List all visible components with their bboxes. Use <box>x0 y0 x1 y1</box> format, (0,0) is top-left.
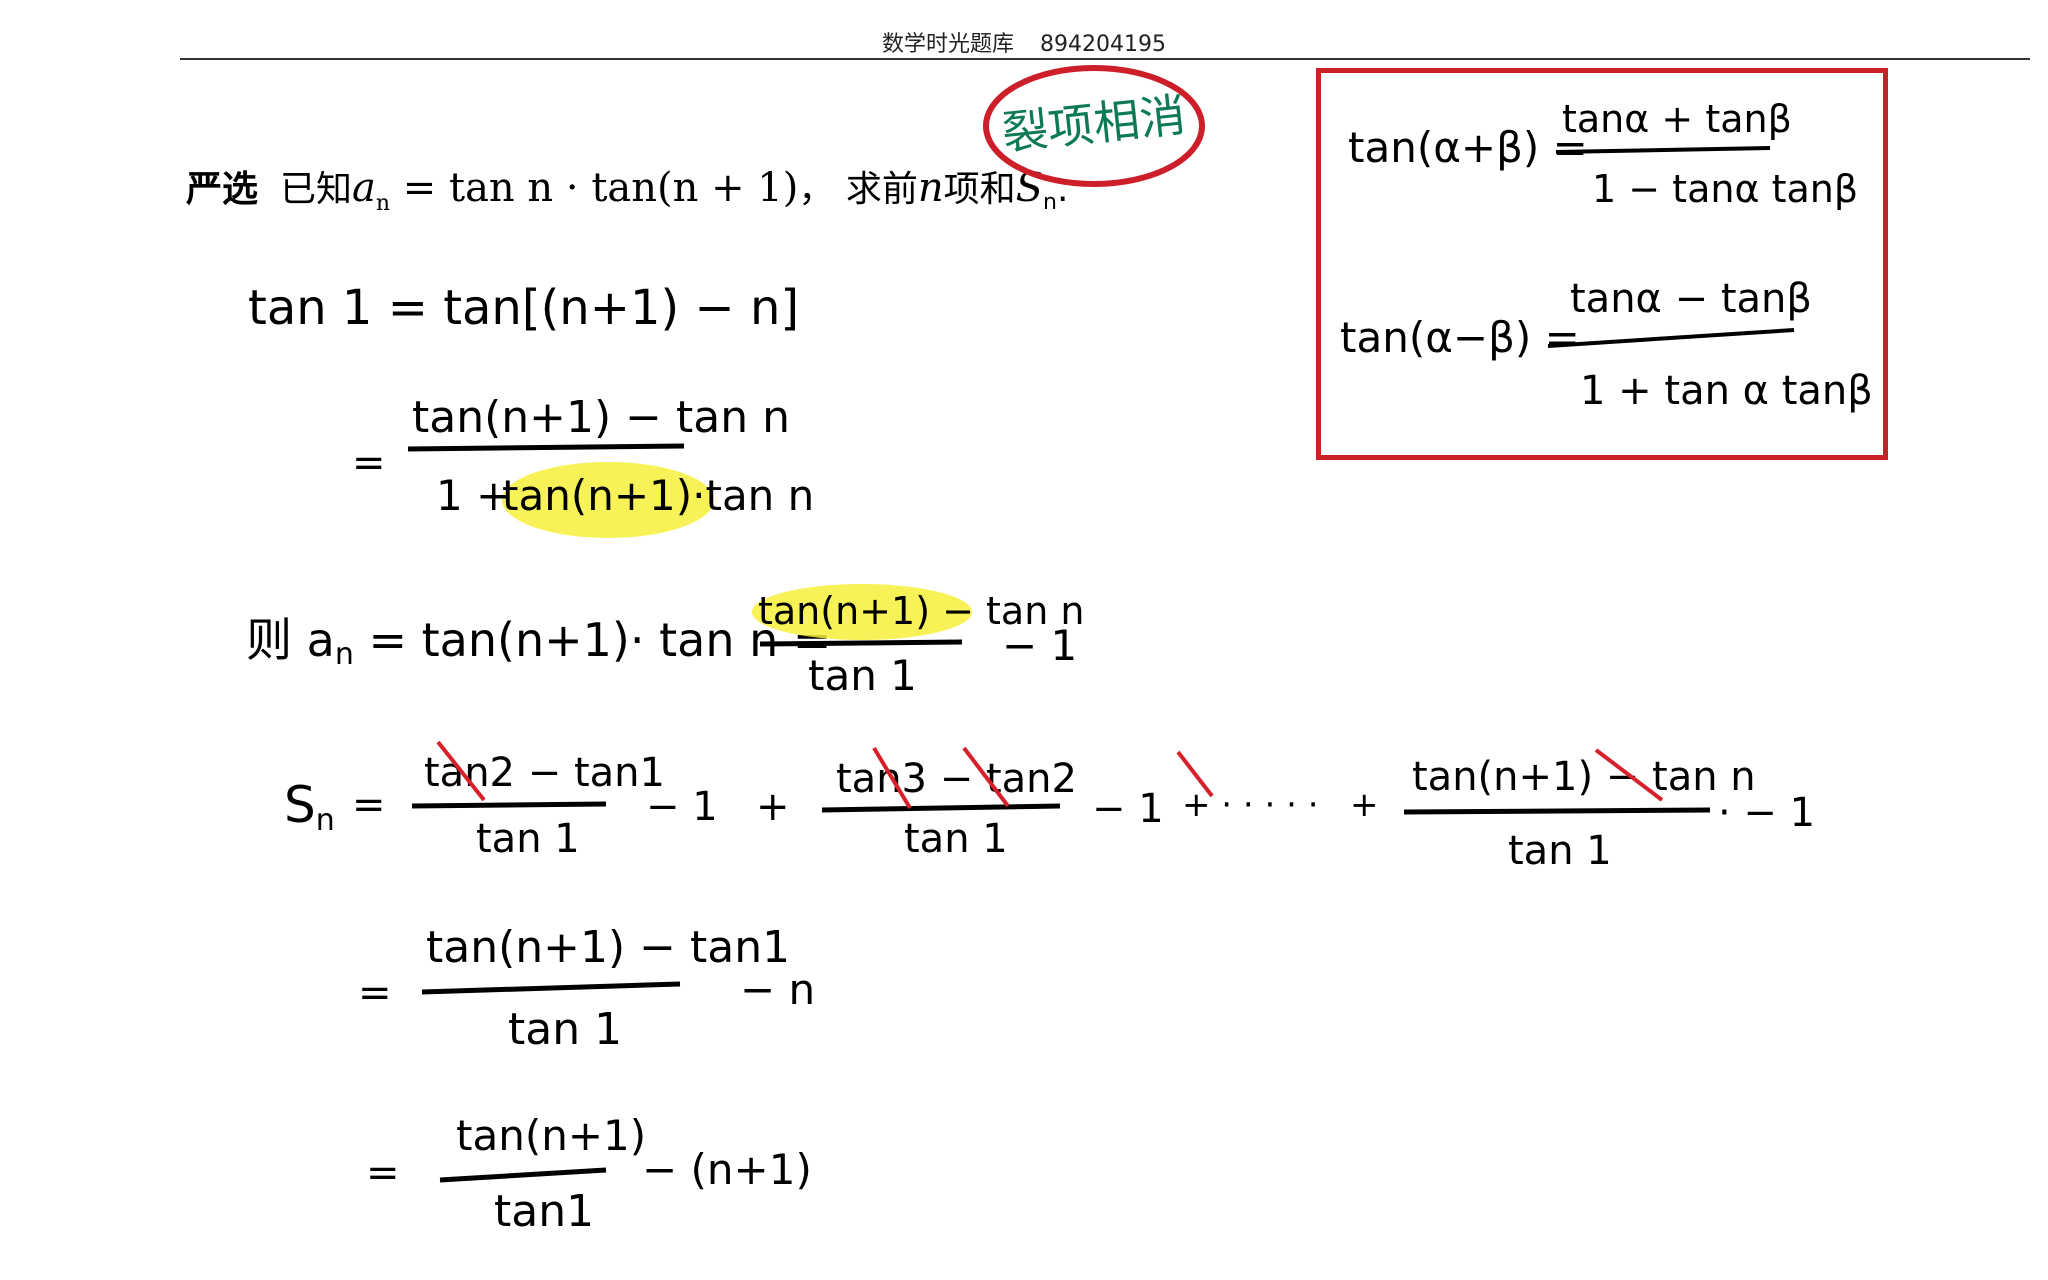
term3-num: tan(n+1) − tan n <box>1412 754 1756 800</box>
stamp-ring <box>983 65 1205 187</box>
step3-den: tan 1 <box>808 651 917 700</box>
term2-num: tan3 − tan2 <box>836 756 1077 802</box>
step5-den: tan 1 <box>508 1004 622 1055</box>
identity-sum-den: 1 − tanα tanβ <box>1592 167 1858 211</box>
problem-end: . <box>1057 169 1069 210</box>
term3-den: tan 1 <box>1508 828 1612 874</box>
identity-diff-num: tanα − tanβ <box>1570 276 1812 322</box>
term2-strike-a <box>872 746 912 810</box>
header-divider <box>180 58 2030 60</box>
problem-statement: 严选已知an = tan n · tan(n + 1)， 求前n项和Sn. <box>186 160 1068 216</box>
step3-lhs: 则 an = tan(n+1)· tan n = <box>246 613 831 672</box>
step2-eq: = <box>352 440 386 486</box>
term-sub: n <box>375 191 391 216</box>
step6-num: tan(n+1) <box>456 1111 646 1160</box>
step5-tail: − n <box>740 965 815 1014</box>
term1-den: tan 1 <box>476 816 580 862</box>
identity-sum: tan(α+β) = tanα + tanβ 1 − tanα tanβ <box>1348 97 1858 211</box>
step2-den-a: 1 + <box>436 471 511 520</box>
step3-tail: − 1 <box>1002 621 1077 670</box>
term-expr: = tan n · tan(n + 1) <box>390 165 799 211</box>
step3-bar <box>759 639 963 647</box>
identity-diff-den: 1 + tan α tanβ <box>1580 368 1873 414</box>
ask-n: n <box>917 165 944 211</box>
identity-diff: tan(α−β) = tanα − tanβ 1 + tan α tanβ <box>1340 276 1873 414</box>
term-var: a <box>352 165 376 211</box>
step3-num: tan(n+1) − tan n <box>758 589 1084 633</box>
identity-sum-num: tanα + tanβ <box>1562 97 1792 141</box>
step5-bar <box>421 981 681 995</box>
step1: tan 1 = tan[(n+1) − n] <box>248 280 799 336</box>
step3: 则 an = tan(n+1)· tan n = tan(n+1) − tan … <box>246 584 1084 700</box>
term1-strike <box>436 740 486 802</box>
dots-strike <box>1176 750 1214 798</box>
step2-num: tan(n+1) − tan n <box>412 392 790 443</box>
term1-tail: − 1 <box>646 784 718 830</box>
plus-2: + <box>1350 785 1379 825</box>
step2-bar <box>407 443 685 452</box>
header-code: 894204195 <box>1040 32 1166 57</box>
step2: = tan(n+1) − tan n 1 + tan(n+1)·tan n <box>352 392 814 538</box>
term2-strike-b <box>962 746 1010 808</box>
step4: Sn = tan2 − tan1 tan 1 − 1 + tan3 − tan2… <box>284 740 1815 874</box>
problem-tag: 严选 <box>186 169 259 210</box>
problem-prefix: 已知 <box>280 169 353 210</box>
step5: = tan(n+1) − tan1 tan 1 − n <box>358 922 815 1055</box>
term1-bar <box>411 801 607 809</box>
step2-den-b: tan(n+1)·tan n <box>502 471 814 520</box>
problem-term: an = tan n · tan(n + 1) <box>352 165 799 216</box>
identity-sum-bar <box>1555 146 1771 154</box>
term3-bar <box>1403 807 1711 815</box>
problem-sep: ， <box>798 169 835 210</box>
sum-sub: n <box>1043 190 1057 216</box>
identity-diff-bar <box>1547 328 1795 348</box>
step6-eq: = <box>366 1150 400 1196</box>
identity-sum-lhs: tan(α+β) = <box>1348 123 1588 172</box>
step6-bar <box>439 1167 607 1183</box>
step4-eq: = <box>352 782 386 828</box>
term3-tail: · − 1 <box>1718 790 1815 836</box>
step6: = tan(n+1) tan1 − (n+1) <box>366 1111 812 1237</box>
problem-ask: 求前 <box>845 169 918 210</box>
step6-den: tan1 <box>494 1186 594 1237</box>
term2-bar <box>821 803 1061 813</box>
step3-highlight <box>752 584 972 640</box>
step4-lhs: Sn <box>284 776 335 838</box>
problem-ask2: 项和 <box>943 169 1016 210</box>
term2-tail: − 1 <box>1092 786 1164 832</box>
identity-diff-lhs: tan(α−β) = <box>1340 313 1580 362</box>
header-title: 数学时光题库 <box>882 32 1015 57</box>
method-stamp: 裂项相消 <box>983 65 1205 187</box>
dots: + · · · · · <box>1182 785 1319 825</box>
term2-den: tan 1 <box>904 816 1008 862</box>
step2-highlight <box>502 462 714 538</box>
step5-num: tan(n+1) − tan1 <box>426 922 790 973</box>
term3-strike <box>1594 748 1664 802</box>
page-header: 数学时光题库 894204195 <box>0 26 2048 58</box>
step5-eq: = <box>358 970 392 1016</box>
plus-1: + <box>756 784 790 830</box>
formula-box <box>1316 68 1888 460</box>
step6-tail: − (n+1) <box>642 1145 812 1194</box>
